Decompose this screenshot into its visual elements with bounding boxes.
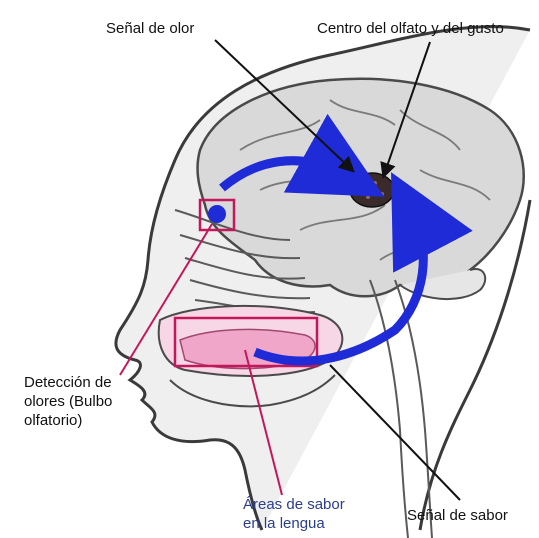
label-taste-areas-1: Áreas de sabor bbox=[243, 496, 345, 513]
label-detection-1: Detección de bbox=[24, 374, 112, 391]
label-taste-areas-2: en la lengua bbox=[243, 515, 325, 532]
label-center: Centro del olfato y del gusto bbox=[317, 20, 504, 37]
center-olfaction-taste bbox=[350, 173, 394, 207]
label-detection-3: olfatorio) bbox=[24, 412, 82, 429]
label-taste-signal: Señal de sabor bbox=[407, 507, 508, 524]
label-odor-signal: Señal de olor bbox=[106, 20, 194, 37]
label-detection-2: olores (Bulbo bbox=[24, 393, 112, 410]
olfactory-bulb bbox=[208, 205, 226, 223]
